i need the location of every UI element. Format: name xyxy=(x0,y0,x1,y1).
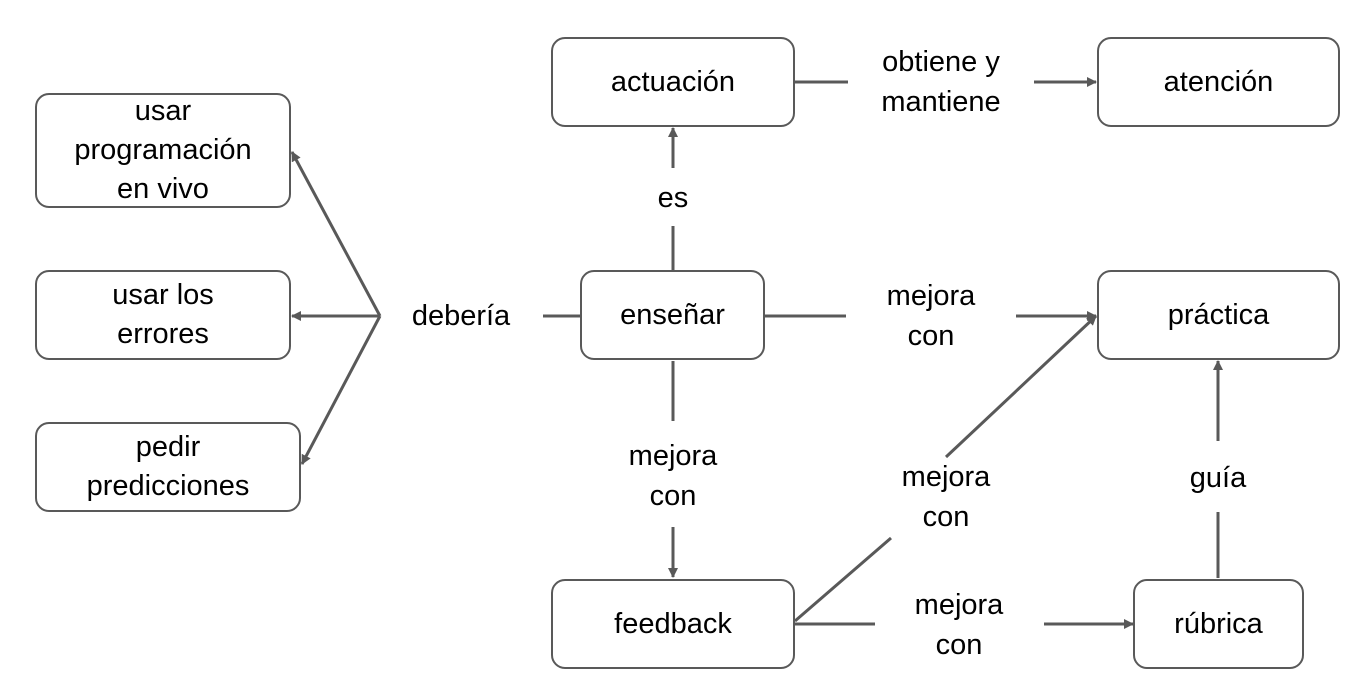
edge-feedback-mejora-diag xyxy=(794,536,892,623)
edge-label-deberia: debería xyxy=(411,300,511,332)
node-rubrica: rúbrica xyxy=(1133,579,1304,669)
edge-label-mejora-con-rubrica: mejora con xyxy=(914,589,1004,661)
node-actuacion: actuación xyxy=(551,37,795,127)
node-usar-los-errores: usar los errores xyxy=(35,270,291,360)
edge-label-mejora-con-feedback-practica: mejora con xyxy=(901,461,991,533)
edge-label-mejora-con-feedback: mejora con xyxy=(628,440,718,512)
edge-label-es: es xyxy=(657,182,689,214)
node-pedir-predicciones: pedir predicciones xyxy=(35,422,301,512)
edge-mejora-practica-diag xyxy=(944,314,1098,459)
edge-label-mejora-con-practica: mejora con xyxy=(886,280,976,352)
node-practica: práctica xyxy=(1097,270,1340,360)
node-ensenar: enseñar xyxy=(580,270,765,360)
node-atencion: atención xyxy=(1097,37,1340,127)
edge-label-guia: guía xyxy=(1189,462,1247,494)
edge-deberia-predicciones xyxy=(300,315,382,465)
edge-label-obtiene-y-mantiene: obtiene y mantiene xyxy=(881,46,1001,118)
node-usar-programacion-en-vivo: usar programación en vivo xyxy=(35,93,291,208)
edge-deberia-programacion xyxy=(290,151,382,317)
node-feedback: feedback xyxy=(551,579,795,669)
